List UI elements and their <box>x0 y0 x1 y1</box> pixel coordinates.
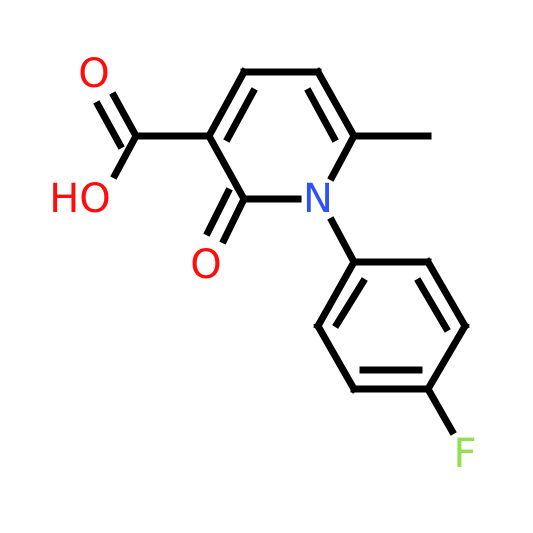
bond-c2-c3 <box>204 131 249 204</box>
atom-fluorine: F <box>453 431 476 477</box>
bond-n1-phenyl <box>327 216 359 267</box>
atom-o-carbonyl-acid: O <box>78 51 109 97</box>
bond-c2-o-ketone-second <box>203 187 233 237</box>
bond-ar5-ar6 <box>313 321 359 394</box>
bond-ar3-ar4 <box>423 321 470 394</box>
bond-ar6-ar1-inner <box>332 277 368 329</box>
bond-c2-o-ketone <box>219 194 249 245</box>
bond-carboxyl-o-double-b <box>93 100 125 150</box>
bond-ar6-ar1 <box>313 257 359 331</box>
bond-c3-c4 <box>204 67 249 141</box>
bond-ar2-ar3 <box>423 257 470 331</box>
bond-carboxyl-oh <box>110 131 141 180</box>
bond-ar4-f <box>423 384 457 436</box>
atom-o-ketone: O <box>190 242 221 288</box>
atom-nitrogen: N <box>303 176 333 222</box>
bond-c3-c4-inner <box>223 87 258 143</box>
bond-c5-c6-inner <box>304 87 339 143</box>
bond-skeleton <box>93 67 470 436</box>
bond-ar2-ar3-inner <box>414 277 451 333</box>
atom-o-hydroxyl: HO <box>49 176 111 222</box>
bond-c6-n1 <box>327 131 359 182</box>
bond-carboxyl-o-double-a <box>109 91 141 141</box>
atom-labels: O HO O N F <box>49 51 476 477</box>
bond-c5-c6 <box>313 67 359 141</box>
